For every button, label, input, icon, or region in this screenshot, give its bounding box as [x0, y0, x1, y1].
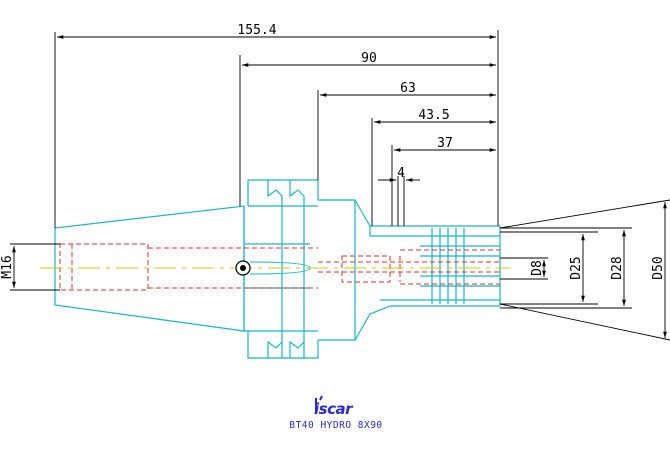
hidden-lines: [59, 243, 500, 291]
dim-d50: D50: [651, 256, 666, 279]
dim-overall-length: 155.4: [237, 23, 276, 38]
dim-d25: D25: [569, 256, 584, 279]
dim-d8: D8: [530, 260, 545, 276]
tool-outline: [54, 179, 501, 359]
dim-length-37: 37: [437, 136, 453, 151]
dim-d28: D28: [610, 256, 625, 279]
drawing-caption: BT40 HYDRO 8X90: [289, 420, 382, 431]
dim-width-4: 4: [397, 166, 405, 181]
dim-length-90: 90: [361, 51, 377, 66]
dim-length-43-5: 43.5: [418, 108, 449, 123]
dim-thread: M16: [0, 255, 15, 278]
brand-logo-text: iscar: [314, 400, 354, 418]
nose-body: [354, 199, 501, 341]
flange: [243, 179, 356, 359]
dimension-lines: [10, 30, 670, 341]
nose-fins: [431, 228, 465, 304]
brand-logo: iscar: [314, 395, 355, 418]
dim-length-63: 63: [400, 81, 416, 96]
v-groove: [267, 180, 283, 358]
